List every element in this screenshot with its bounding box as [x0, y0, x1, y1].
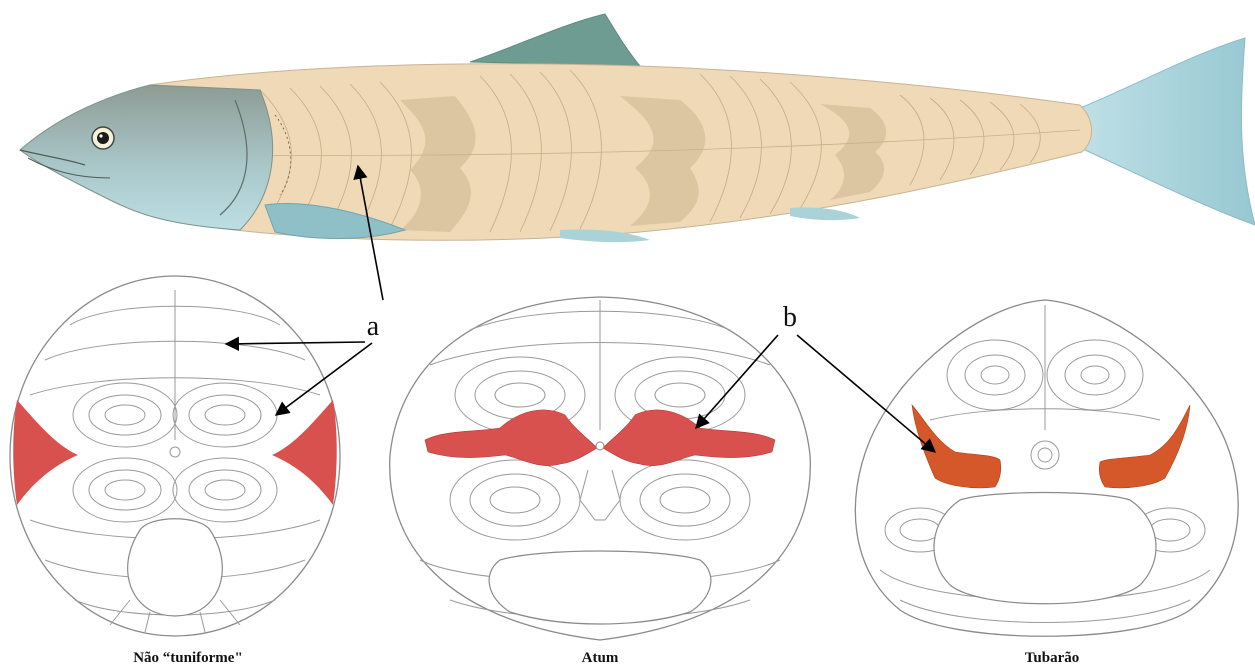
body-cavity — [489, 551, 711, 624]
section-atum — [390, 297, 811, 640]
fish-head — [20, 85, 273, 230]
caption-tubarao: Tubarão — [1025, 650, 1079, 666]
body-cavity — [128, 519, 223, 616]
fish-illustration — [20, 14, 1255, 242]
caption-atum: Atum — [582, 650, 619, 666]
body-cavity — [934, 493, 1156, 604]
label-a: a — [367, 311, 380, 342]
tail-fin — [1080, 38, 1255, 225]
section-tubarao — [855, 300, 1238, 636]
dorsal-fin — [470, 14, 640, 66]
caption-nao-tuniforme: Não “tuniforme" — [133, 650, 243, 666]
section-nao-tuniforme — [10, 276, 340, 636]
label-b: b — [783, 302, 797, 333]
